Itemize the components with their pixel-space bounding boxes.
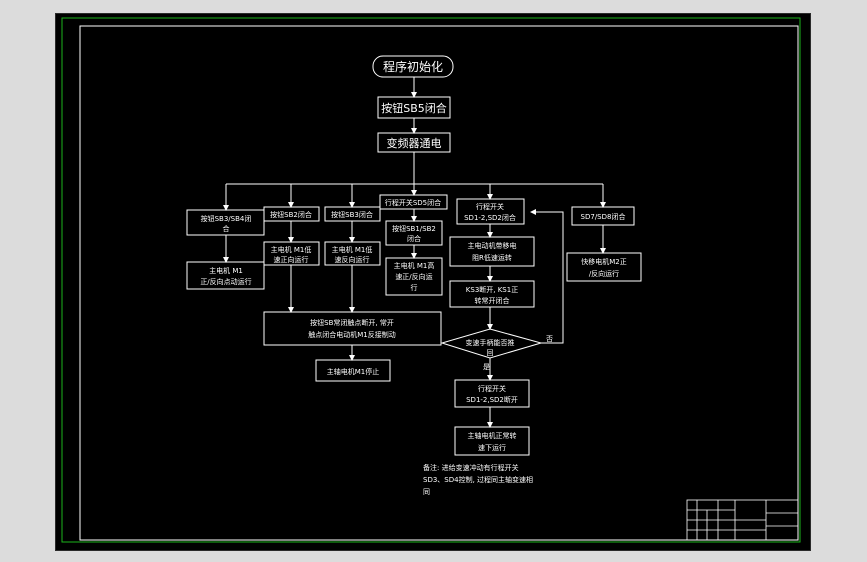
process-main-normal-l2: 速下运行	[478, 443, 506, 452]
remark-line-2: SD3、SD4控制, 过程同主轴变速相	[423, 475, 533, 484]
process-main-motor-low: 主电动机带移电 阻R低速运转	[449, 236, 535, 267]
process-sb1-sb2-l1: 按钮SB1/SB2	[392, 224, 436, 233]
process-sd1-sd2-open: 行程开关 SD1-2,SD2断开	[454, 379, 530, 408]
process-m1-jog-l1: 主电机 M1	[209, 266, 243, 275]
process-sd1-sd2-close-l1: 行程开关	[476, 202, 504, 211]
process-reverse-brake-l2: 触点闭合电动机M1反接制动	[308, 330, 396, 339]
process-inverter-label: 变频器通电	[387, 136, 442, 150]
process-ks3-ks1-l2: 转常开闭合	[475, 296, 510, 305]
process-sb3-sb4: 按钮SB3/SB4闭 合	[186, 209, 265, 236]
process-m1-low-rev-l1: 主电机 M1低	[332, 245, 373, 254]
process-sb5-close: 按钮SB5闭合	[377, 96, 451, 119]
process-m2-rapid-l2: /反向运行	[589, 269, 619, 278]
process-sb3-label: 按钮SB3闭合	[331, 210, 373, 219]
remark-note: 备注: 进给变速冲动有行程开关 SD3、SD4控制, 过程同主轴变速相 同	[423, 463, 533, 496]
process-ks3-ks1: KS3断开, KS1正 转常开闭合	[449, 280, 535, 308]
process-m1-high-l3: 行	[411, 283, 418, 292]
remark-line-1: 备注: 进给变速冲动有行程开关	[423, 463, 519, 472]
process-sd1-sd2-open-l2: SD1-2,SD2断开	[466, 395, 518, 404]
decision-label-l2: 回	[487, 349, 494, 357]
inner-frame	[79, 25, 799, 541]
process-sd1-sd2-open-l1: 行程开关	[478, 384, 506, 393]
process-m1-jog: 主电机 M1 正/反向点动运行	[186, 261, 265, 290]
process-main-motor-low-l1: 主电动机带移电	[468, 241, 517, 250]
drawing-sheet	[55, 13, 811, 551]
process-sb2-close: 按钮SB2闭合	[263, 206, 320, 222]
process-inverter-power: 变频器通电	[377, 132, 451, 153]
process-m2-rapid: 快移电机M2正 /反向运行	[566, 252, 642, 282]
process-m1-stop: 主轴电机M1停止	[315, 359, 391, 382]
process-sb3-sb4-l2: 合	[223, 224, 230, 233]
process-sb2-label: 按钮SB2闭合	[270, 210, 312, 219]
process-reverse-brake: 按钮SB常闭触点断开, 常开 触点闭合电动机M1反接制动	[263, 311, 442, 346]
process-sd7-sd8-label: SD7/SD8闭合	[581, 212, 626, 221]
process-main-normal-l1: 主轴电机正常转	[468, 431, 517, 440]
process-m2-rapid-l1: 快移电机M2正	[581, 257, 627, 266]
process-sd1-sd2-close-l2: SD1-2,SD2闭合	[464, 213, 516, 222]
process-sd5-close: 行程开关SD5闭合	[379, 194, 448, 210]
process-m1-high: 主电机 M1高 速正/反向运 行	[385, 257, 443, 296]
process-sd5-label: 行程开关SD5闭合	[385, 198, 441, 207]
process-m1-jog-l2: 正/反向点动运行	[200, 277, 251, 286]
process-m1-low-fwd-l1: 主电机 M1低	[271, 245, 312, 254]
decision-no-label: 否	[546, 335, 553, 343]
process-m1-high-l2: 速正/反向运	[395, 272, 432, 281]
process-main-normal: 主轴电机正常转 速下运行	[454, 426, 530, 456]
process-sd7-sd8: SD7/SD8闭合	[571, 206, 635, 226]
process-ks3-ks1-l1: KS3断开, KS1正	[466, 285, 518, 294]
start-node: 程序初始化	[372, 55, 454, 78]
process-m1-low-rev: 主电机 M1低 速反向运行	[324, 241, 381, 266]
process-reverse-brake-l1: 按钮SB常闭触点断开, 常开	[310, 318, 394, 327]
process-m1-low-rev-l2: 速反向运行	[335, 255, 370, 264]
decision-handle-return: 变速手柄能否推 回	[440, 328, 543, 359]
connector-lines	[223, 77, 606, 428]
process-main-motor-low-l2: 阻R低速运转	[472, 253, 512, 262]
process-m1-low-fwd-l2: 速正向运行	[274, 255, 309, 264]
outer-frame	[61, 17, 801, 543]
process-sb3-sb4-l1: 按钮SB3/SB4闭	[201, 214, 252, 223]
decision-label-l1: 变速手柄能否推	[466, 338, 515, 347]
title-block	[686, 499, 799, 541]
remark-line-3: 同	[423, 488, 430, 496]
process-sb5-label: 按钮SB5闭合	[381, 101, 447, 115]
process-sb3-close: 按钮SB3闭合	[324, 206, 381, 222]
process-sd1-sd2-close: 行程开关 SD1-2,SD2闭合	[456, 198, 525, 225]
process-m1-stop-label: 主轴电机M1停止	[327, 367, 380, 376]
process-sb1-sb2-l2: 闭合	[407, 234, 421, 243]
process-sb1-sb2: 按钮SB1/SB2 闭合	[385, 220, 443, 246]
start-label: 程序初始化	[383, 59, 443, 74]
process-m1-high-l1: 主电机 M1高	[394, 261, 435, 270]
process-m1-low-fwd: 主电机 M1低 速正向运行	[263, 241, 320, 266]
decision-yes-label: 是	[483, 363, 490, 371]
